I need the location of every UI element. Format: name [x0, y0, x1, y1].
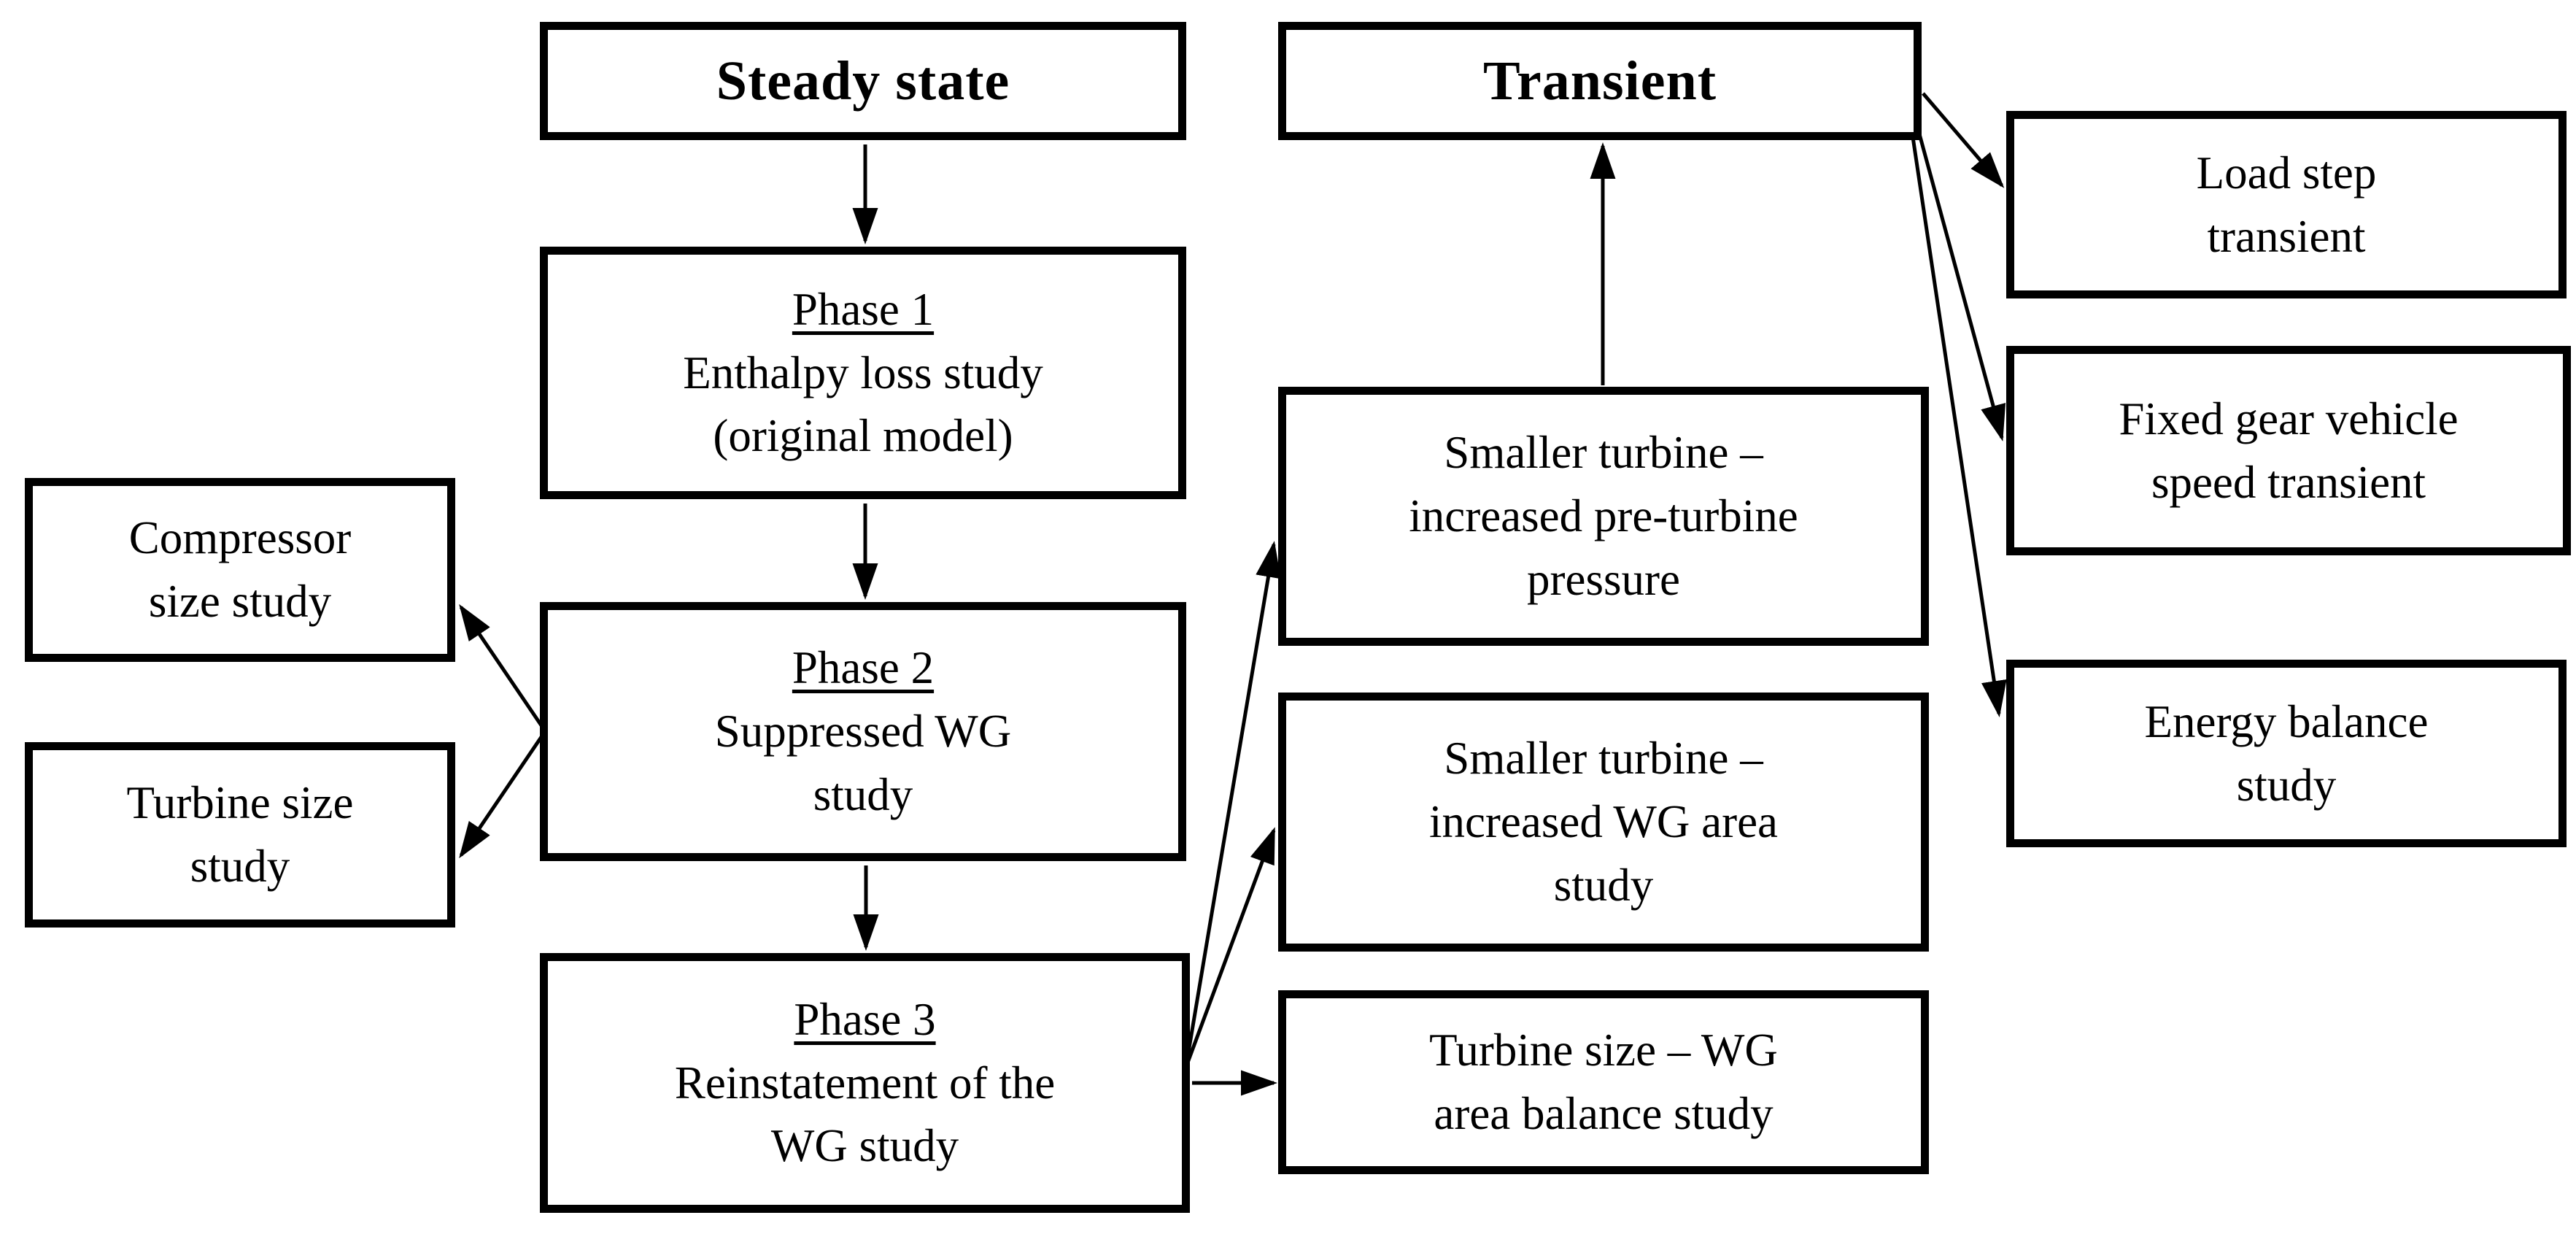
- arrow-phase-3-to-pre-turbine-pressure: [1185, 541, 1281, 1057]
- smaller-turbine-pre-turbine-pressure-label-line-1: Smaller turbine –: [1444, 427, 1763, 479]
- steady-state-header-box: Steady state: [540, 22, 1186, 140]
- phase-3-title: Phase 3: [794, 993, 936, 1045]
- arrow-phase-2-to-compressor-size-study: [459, 603, 546, 731]
- phase-2-label-line-2: study: [813, 768, 913, 820]
- arrow-phase-2-to-turbine-size-study: [459, 731, 546, 859]
- arrow-phase-3-to-wg-area-study: [1185, 827, 1276, 1063]
- transient-header-label-line-1: Transient: [1482, 50, 1717, 112]
- arrow-transient-to-fixed-gear: [1916, 131, 2006, 441]
- fixed-gear-vehicle-speed-transient-label-line-2: speed transient: [2151, 456, 2426, 508]
- smaller-turbine-wg-area-study-label-line-1: Smaller turbine –: [1444, 733, 1763, 784]
- load-step-transient-box: Load step transient: [2006, 111, 2567, 298]
- load-step-transient-label-line-1: Load step: [2196, 147, 2377, 198]
- arrow-transient-to-energy-balance: [1911, 136, 2007, 717]
- fixed-gear-vehicle-speed-transient-box: Fixed gear vehicle speed transient: [2006, 346, 2571, 555]
- compressor-size-study-box: Compressor size study: [25, 478, 455, 662]
- phase-2-label-line-1: Suppressed WG: [714, 706, 1012, 757]
- phase-1-box: Phase 1 Enthalpy loss study (original mode…: [540, 247, 1186, 499]
- load-step-transient-label-line-2: transient: [2207, 210, 2366, 262]
- turbine-size-wg-area-balance-study-label-line-1: Turbine size – WG: [1429, 1025, 1778, 1076]
- energy-balance-study-label-line-2: study: [2236, 759, 2337, 811]
- phase-3-label-line-1: Reinstatement of the: [674, 1057, 1056, 1108]
- turbine-size-study-box: Turbine size study: [25, 742, 455, 928]
- phase-3-box: Phase 3 Reinstatement of the WG study: [540, 953, 1190, 1213]
- smaller-turbine-pre-turbine-pressure-label-line-2: increased pre-turbine: [1409, 490, 1798, 542]
- turbine-size-wg-area-balance-study-box: Turbine size – WG area balance study: [1278, 990, 1929, 1174]
- smaller-turbine-wg-area-study-label-line-3: study: [1553, 859, 1654, 911]
- steady-state-header-label-line-1: Steady state: [716, 50, 1010, 112]
- energy-balance-study-label-line-1: Energy balance: [2144, 695, 2429, 747]
- phase-2-box: Phase 2 Suppressed WG study: [540, 602, 1186, 861]
- energy-balance-study-box: Energy balance study: [2006, 660, 2567, 847]
- phase-1-title: Phase 1: [792, 283, 935, 335]
- turbine-size-study-label-line-1: Turbine size: [126, 777, 354, 829]
- smaller-turbine-pre-turbine-pressure-box: Smaller turbine – increased pre-turbine pr…: [1278, 387, 1929, 646]
- arrow-transient-to-load-step: [1922, 92, 2005, 188]
- transient-header-box: Transient: [1278, 22, 1922, 140]
- phase-2-title: Phase 2: [792, 642, 935, 694]
- smaller-turbine-wg-area-study-label-line-2: increased WG area: [1428, 796, 1779, 848]
- phase-1-label-line-1: Enthalpy loss study: [683, 347, 1043, 398]
- compressor-size-study-label-line-1: Compressor: [128, 512, 352, 564]
- phase-1-label-line-2: (original model): [713, 410, 1013, 462]
- turbine-size-wg-area-balance-study-label-line-2: area balance study: [1434, 1088, 1774, 1139]
- fixed-gear-vehicle-speed-transient-label-line-1: Fixed gear vehicle: [2119, 393, 2459, 444]
- phase-3-label-line-2: WG study: [770, 1120, 959, 1172]
- compressor-size-study-label-line-2: size study: [148, 576, 332, 627]
- turbine-size-study-label-line-2: study: [190, 841, 290, 892]
- smaller-turbine-pre-turbine-pressure-label-line-3: pressure: [1527, 553, 1680, 605]
- smaller-turbine-wg-area-study-box: Smaller turbine – increased WG area study: [1278, 693, 1929, 952]
